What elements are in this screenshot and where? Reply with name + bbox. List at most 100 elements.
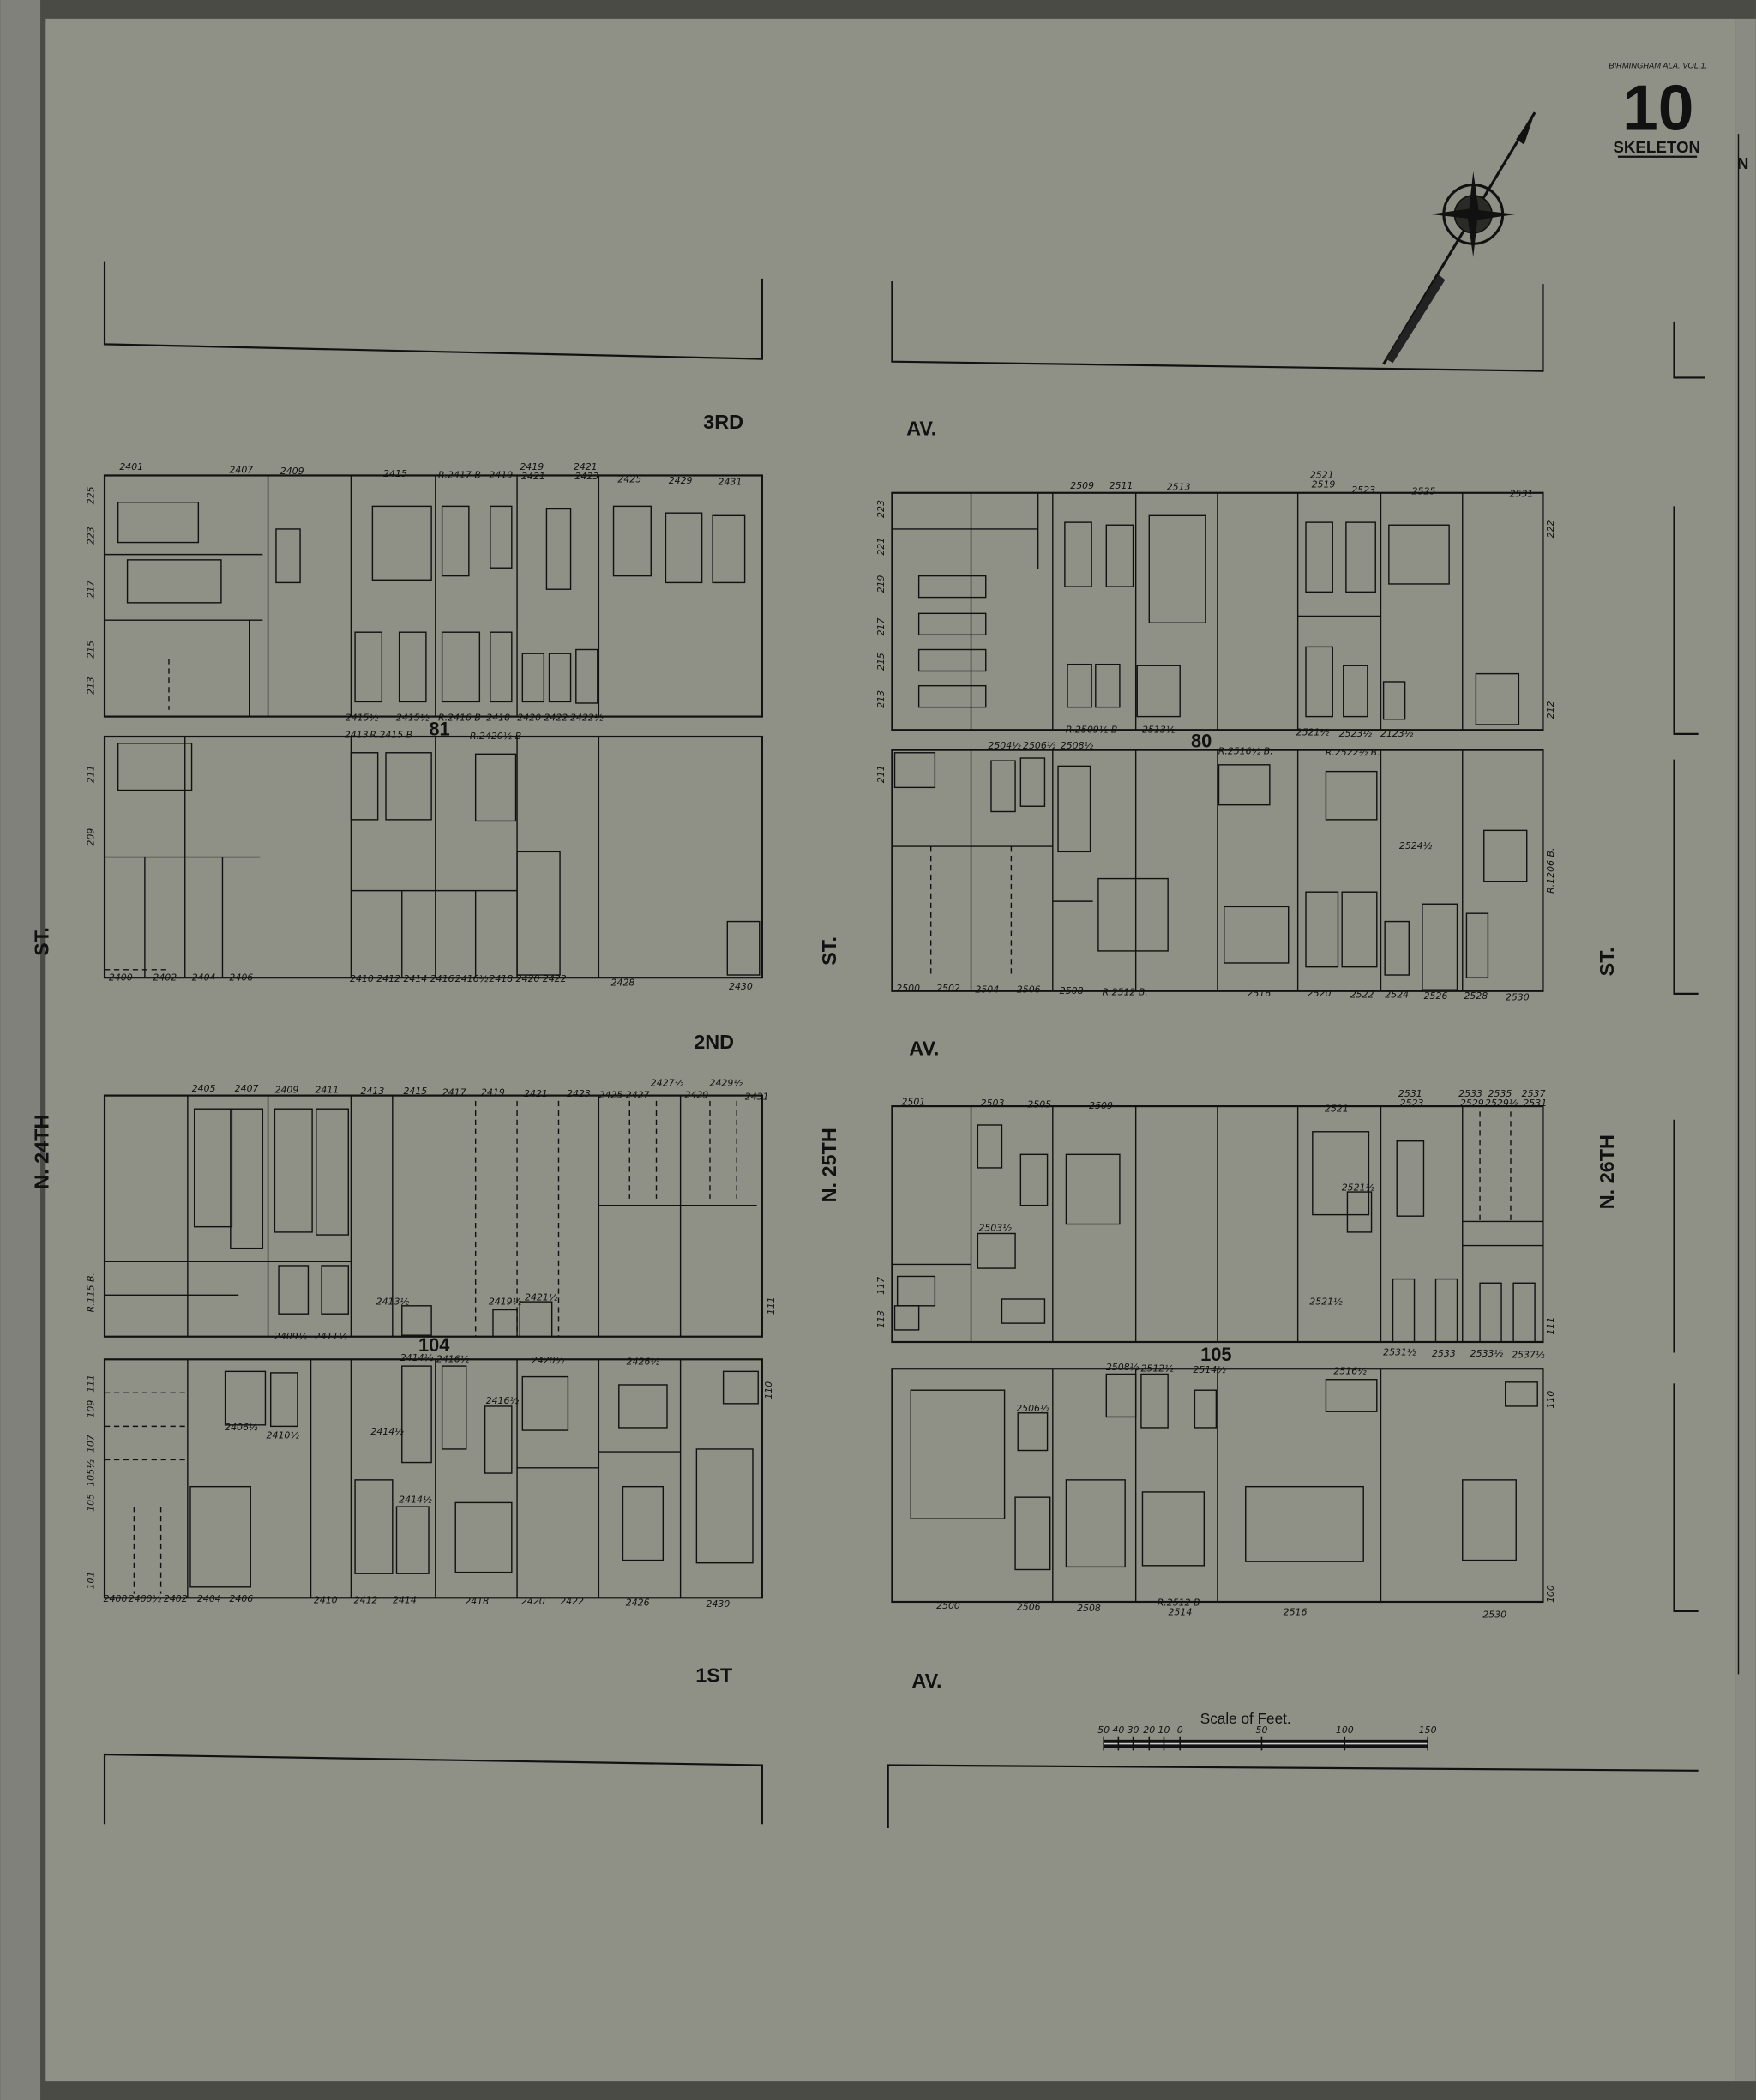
building-outline [1382,681,1406,720]
block-number: 80 [1191,731,1212,752]
address-label: 2423 [567,1088,591,1099]
address-label: 2520 [1308,988,1332,999]
building-outline [1325,770,1378,821]
address-label: 2422 [560,1596,584,1607]
address-label: 2431 [745,1091,769,1102]
building-outline [193,1108,233,1228]
building-outline [441,1365,467,1450]
scale-tick-label: 150 [1419,1724,1437,1736]
address-label: 2415 [383,468,407,479]
address-label: 2400½ [129,1593,162,1604]
address-label: 2530 [1482,1610,1506,1621]
address-label: R.1206 B. [1545,848,1556,894]
address-label: 2422½ [570,712,604,723]
address-label: 215 [86,641,97,659]
address-label: 2404 [197,1593,221,1604]
address-label: 2521 [1325,1103,1349,1114]
address-label: 2516 [1247,988,1271,999]
address-label: 213 [86,677,97,695]
address-label: 2505 [1027,1099,1051,1110]
street-label-1st: 1ST [695,1664,733,1687]
address-label: 2410 [314,1595,338,1606]
building-outline [1001,1298,1046,1324]
address-label: 2416 [430,973,454,984]
building-outline [521,653,545,703]
address-label: 2506½ [1016,1403,1049,1414]
address-label: R.2512 B 2514 [1158,1598,1200,1618]
address-label: R.2415 B [370,730,412,741]
building-outline [545,508,572,590]
address-label: 213 [875,690,887,708]
street-label-n25th: N. 25TH [818,1128,840,1202]
street-line [103,261,763,360]
address-label: 2401 [119,461,143,472]
address-label: 2533 2529 [1457,1088,1483,1109]
building-outline [1140,1373,1169,1429]
address-label: R.2516½ B. [1218,745,1273,756]
map-paper [45,18,1736,2082]
building-outline [1019,1153,1049,1206]
address-label: 2420 [517,712,541,723]
address-label: R.2420½ B [470,731,521,742]
address-label: 219 [875,575,887,593]
building-outline [1312,1131,1370,1216]
building-outline [278,1265,310,1315]
building-outline [1475,672,1520,725]
address-label: 2407 [235,1083,259,1094]
building-outline [1245,1485,1364,1562]
building-outline [474,753,517,822]
street-line [103,1753,763,1825]
address-label: 2524½ [1399,840,1433,851]
building-outline [1064,521,1092,587]
address-label: 2409 [275,1084,299,1095]
address-label: 117 [875,1277,887,1295]
address-label: 111 [1545,1317,1556,1335]
address-label: 215 [875,653,887,671]
address-label: 211 [86,765,97,783]
address-label: 2414 [403,973,427,984]
address-label: 2528 [1464,990,1488,1002]
building-outline [977,1124,1003,1169]
building-outline [441,631,481,703]
address-label: 2525 [1412,485,1436,496]
address-label: 2412 [376,973,400,984]
scale-tick-label: 0 [1177,1724,1183,1736]
address-label: 2523½ [1339,728,1373,739]
building-outline [354,1479,394,1574]
sheet-page-number: 10 [1622,72,1693,144]
address-label: 2427 [626,1090,650,1101]
street-label-2nd: 2ND [694,1031,734,1053]
building-outline [1341,891,1378,968]
address-label: 2427½ [651,1078,684,1089]
block-outline [103,1094,763,1338]
address-label: 2430 [706,1598,730,1610]
building-outline [1305,521,1333,593]
scale-tick-label: 50 [1098,1724,1110,1736]
edge-letter: N [1737,154,1749,172]
address-label: 111 [86,1375,97,1393]
building-outline [230,1108,264,1249]
building-outline [516,851,561,976]
building-outline [917,612,987,636]
address-label: 2521½ [1309,1296,1343,1307]
address-label: 2415 [403,1086,427,1097]
building-outline [1465,912,1489,978]
block-number: 104 [418,1334,450,1356]
building-outline [990,760,1016,813]
address-label: 2123½ [1380,728,1414,739]
address-label: 2523 [1351,484,1375,496]
building-outline [274,1108,313,1233]
building-outline [117,501,200,544]
address-label: 110 [1545,1391,1556,1409]
address-label: 110 [763,1381,774,1399]
building-outline [1017,1412,1049,1452]
building-outline [224,1370,267,1426]
adjacent-sheet-edge [0,0,41,2100]
building-outline [1218,764,1271,806]
sheet-header: BIRMINGHAM ALA. VOL.1. [1609,62,1707,70]
address-label: 2406 [229,1593,253,1604]
building-outline [1343,665,1368,718]
address-label: 2402 [164,1593,188,1604]
address-label: R.2522½ B. [1326,747,1380,758]
